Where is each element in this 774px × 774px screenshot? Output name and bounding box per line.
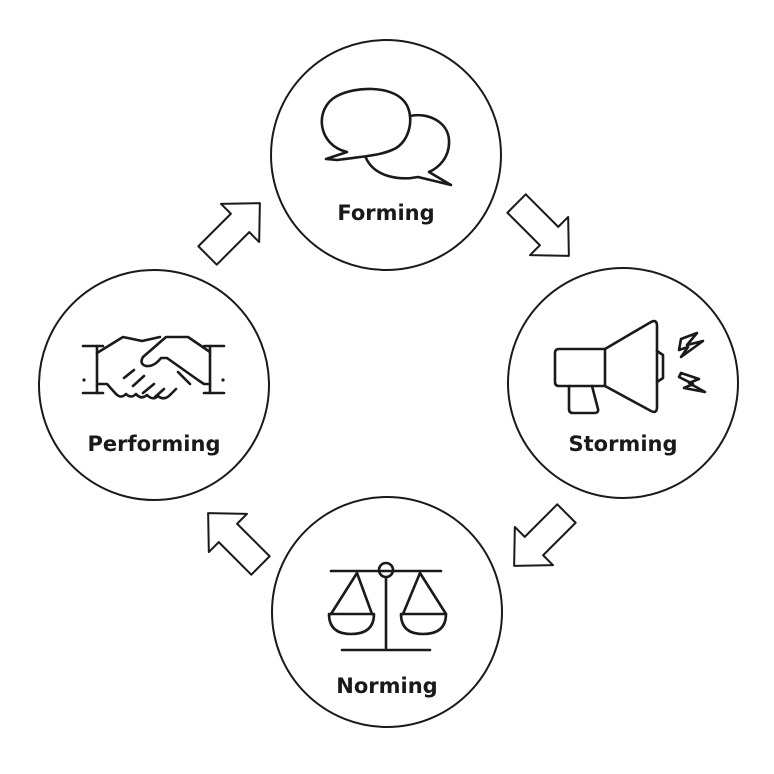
megaphone-icon <box>553 319 707 415</box>
norming-label: Norming <box>336 674 437 698</box>
balance-scale-icon <box>327 561 448 652</box>
forming-circle <box>270 39 502 271</box>
stage-norming: Norming <box>271 496 503 728</box>
arrow-performing-to-forming <box>197 202 261 266</box>
speech-bubbles-icon <box>320 87 453 187</box>
storming-label: Storming <box>568 432 677 456</box>
stage-performing: Performing <box>38 269 270 501</box>
stage-forming: Forming <box>270 39 502 271</box>
arrow-forming-to-storming <box>506 193 570 257</box>
handshake-icon <box>81 335 226 400</box>
arrow-norming-to-performing <box>207 512 271 576</box>
storming-circle <box>507 267 739 499</box>
stage-storming: Storming <box>507 267 739 499</box>
arrow-storming-to-norming <box>513 503 577 567</box>
performing-label: Performing <box>88 432 221 456</box>
forming-label: Forming <box>337 201 434 225</box>
